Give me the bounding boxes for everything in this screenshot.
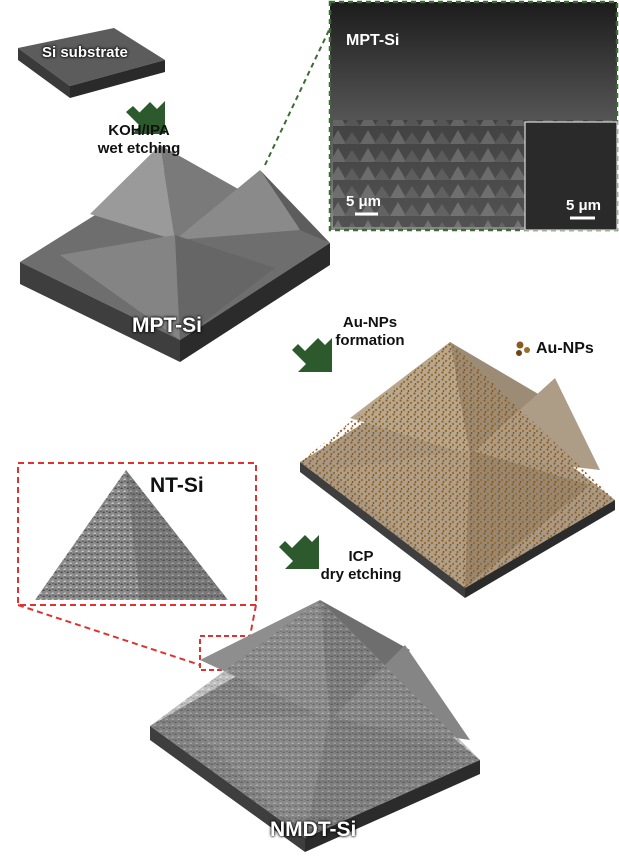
si-substrate-label: Si substrate — [42, 44, 128, 61]
sem-title: MPT-Si — [346, 32, 400, 49]
arrow-wet-etching — [126, 101, 165, 134]
nmdt-si-label: NMDT-Si — [270, 818, 357, 841]
au-nps-slab — [300, 342, 615, 598]
icp-etch-line-1: ICP — [348, 548, 374, 565]
nt-si-zoom-inset — [17, 462, 257, 671]
au-formation-line-2: formation — [335, 332, 405, 349]
nt-si-label: NT-Si — [150, 474, 204, 497]
nmdt-si-slab — [150, 600, 480, 852]
wet-etch-line-2: wet etching — [97, 140, 181, 157]
mpt-si-label: MPT-Si — [132, 314, 203, 337]
sem-scale-main: 5 μm — [346, 193, 382, 210]
mpt-si-slab — [20, 145, 330, 362]
au-formation-line-1: Au-NPs — [342, 314, 398, 331]
au-nps-legend-dots — [516, 341, 530, 356]
arrow-icp-etching — [279, 535, 319, 569]
si-substrate-slab — [18, 28, 165, 98]
sem-inset-image — [524, 121, 618, 231]
icp-etch-line-2: dry etching — [320, 566, 402, 583]
sem-scale-inset: 5 μm — [566, 197, 602, 214]
sem-image-panel — [328, 0, 619, 232]
wet-etch-line-1: KOH/IPA — [108, 122, 170, 139]
icp-etch-step-label: ICP dry etching — [296, 548, 426, 584]
au-nps-legend-label: Au-NPs — [536, 340, 594, 357]
arrow-au-formation — [292, 338, 332, 372]
au-formation-step-label: Au-NPs formation — [310, 314, 430, 350]
wet-etch-step-label: KOH/IPA wet etching — [84, 122, 194, 158]
